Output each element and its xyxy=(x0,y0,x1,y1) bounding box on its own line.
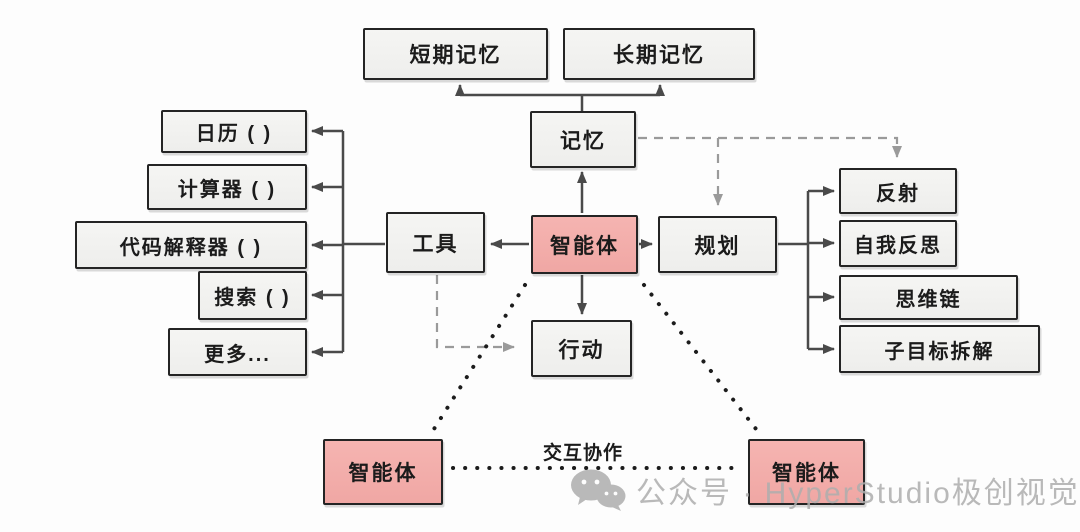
node-search: 搜索 ( ) xyxy=(198,271,307,320)
connector-planning-spine xyxy=(778,191,810,349)
connector-tools-action-dashed xyxy=(435,275,515,352)
node-tools: 工具 xyxy=(386,212,485,273)
node-agent-bottom-right: 智能体 xyxy=(748,439,865,505)
connector-agent-left-dotted xyxy=(432,283,527,431)
node-calculator: 计算器 ( ) xyxy=(147,164,307,210)
connector-tools-spine xyxy=(341,131,385,352)
node-more: 更多... xyxy=(168,328,307,376)
connector-agent-right-dotted xyxy=(642,283,758,431)
node-action: 行动 xyxy=(531,320,632,377)
node-self-reflection: 自我反思 xyxy=(839,220,957,267)
node-subgoal-decomposition: 子目标拆解 xyxy=(839,325,1040,373)
node-planning: 规划 xyxy=(658,216,777,273)
node-agent-bottom-left: 智能体 xyxy=(323,439,443,505)
node-calendar: 日历 ( ) xyxy=(161,110,307,153)
connector-memory-reflection-dashed xyxy=(638,136,902,158)
node-code-interpreter: 代码解释器 ( ) xyxy=(75,221,307,269)
collaboration-edge-label: 交互协作 xyxy=(543,443,624,464)
node-agent: 智能体 xyxy=(531,215,638,274)
node-chain-of-thought: 思维链 xyxy=(839,275,1018,320)
node-memory: 记忆 xyxy=(530,111,636,168)
node-short-term-memory: 短期记忆 xyxy=(363,28,548,80)
node-long-term-memory: 长期记忆 xyxy=(563,28,755,80)
connector-memory-split xyxy=(460,93,660,111)
node-reflection: 反射 xyxy=(839,168,957,214)
